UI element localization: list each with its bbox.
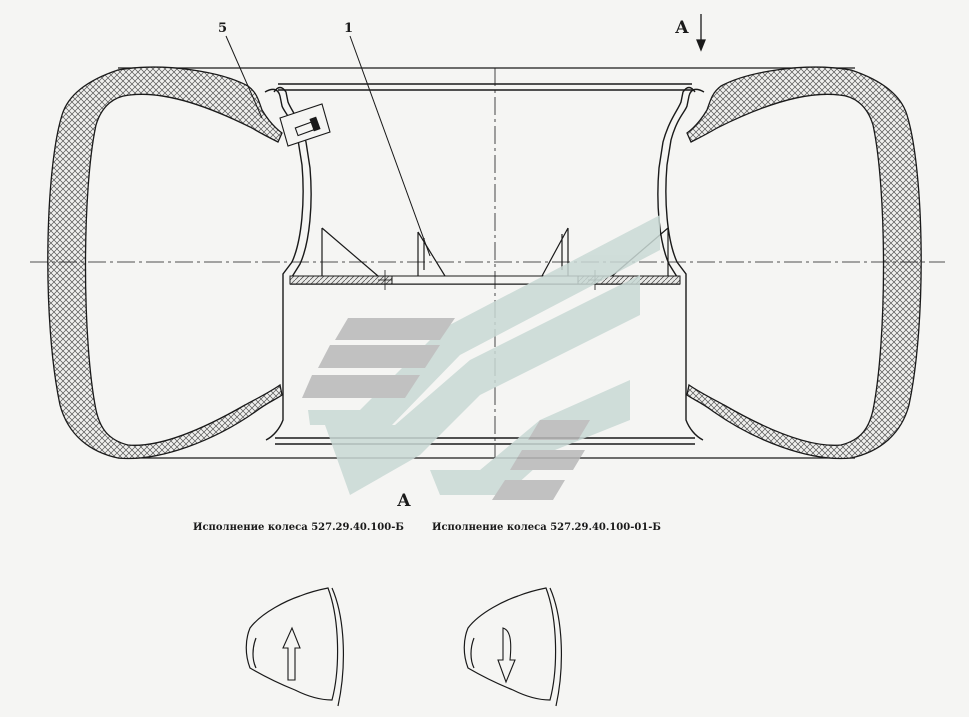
- section-marker-bottom: А: [397, 491, 411, 511]
- rotation-arrow-up-icon: [282, 626, 301, 681]
- tread-detail-left: [245, 587, 344, 707]
- center-lines: [30, 68, 945, 458]
- callout-5-label: 5: [218, 21, 227, 36]
- section-marker-top: А: [675, 18, 689, 38]
- tread-detail-right: [463, 587, 562, 707]
- bolt-left: [378, 270, 392, 290]
- tire-section-left: [47, 66, 283, 460]
- rim-disc: [289, 275, 681, 285]
- caption-variant-b: Исполнение колеса 527.29.40.100-Б: [193, 522, 404, 533]
- valve-assembly: [279, 103, 331, 147]
- rim-ribs: [321, 227, 669, 277]
- section-arrow-down-icon: [696, 14, 706, 52]
- caption-variant-01-b: Исполнение колеса 527.29.40.100-01-Б: [432, 522, 661, 533]
- callout-1-label: 1: [344, 21, 353, 36]
- rotation-arrow-down-icon: [497, 627, 516, 684]
- watermark-logo: [302, 215, 660, 500]
- callout-leaders: [225, 35, 431, 257]
- tire-section-right: [686, 66, 922, 460]
- tire-outline: [118, 67, 855, 459]
